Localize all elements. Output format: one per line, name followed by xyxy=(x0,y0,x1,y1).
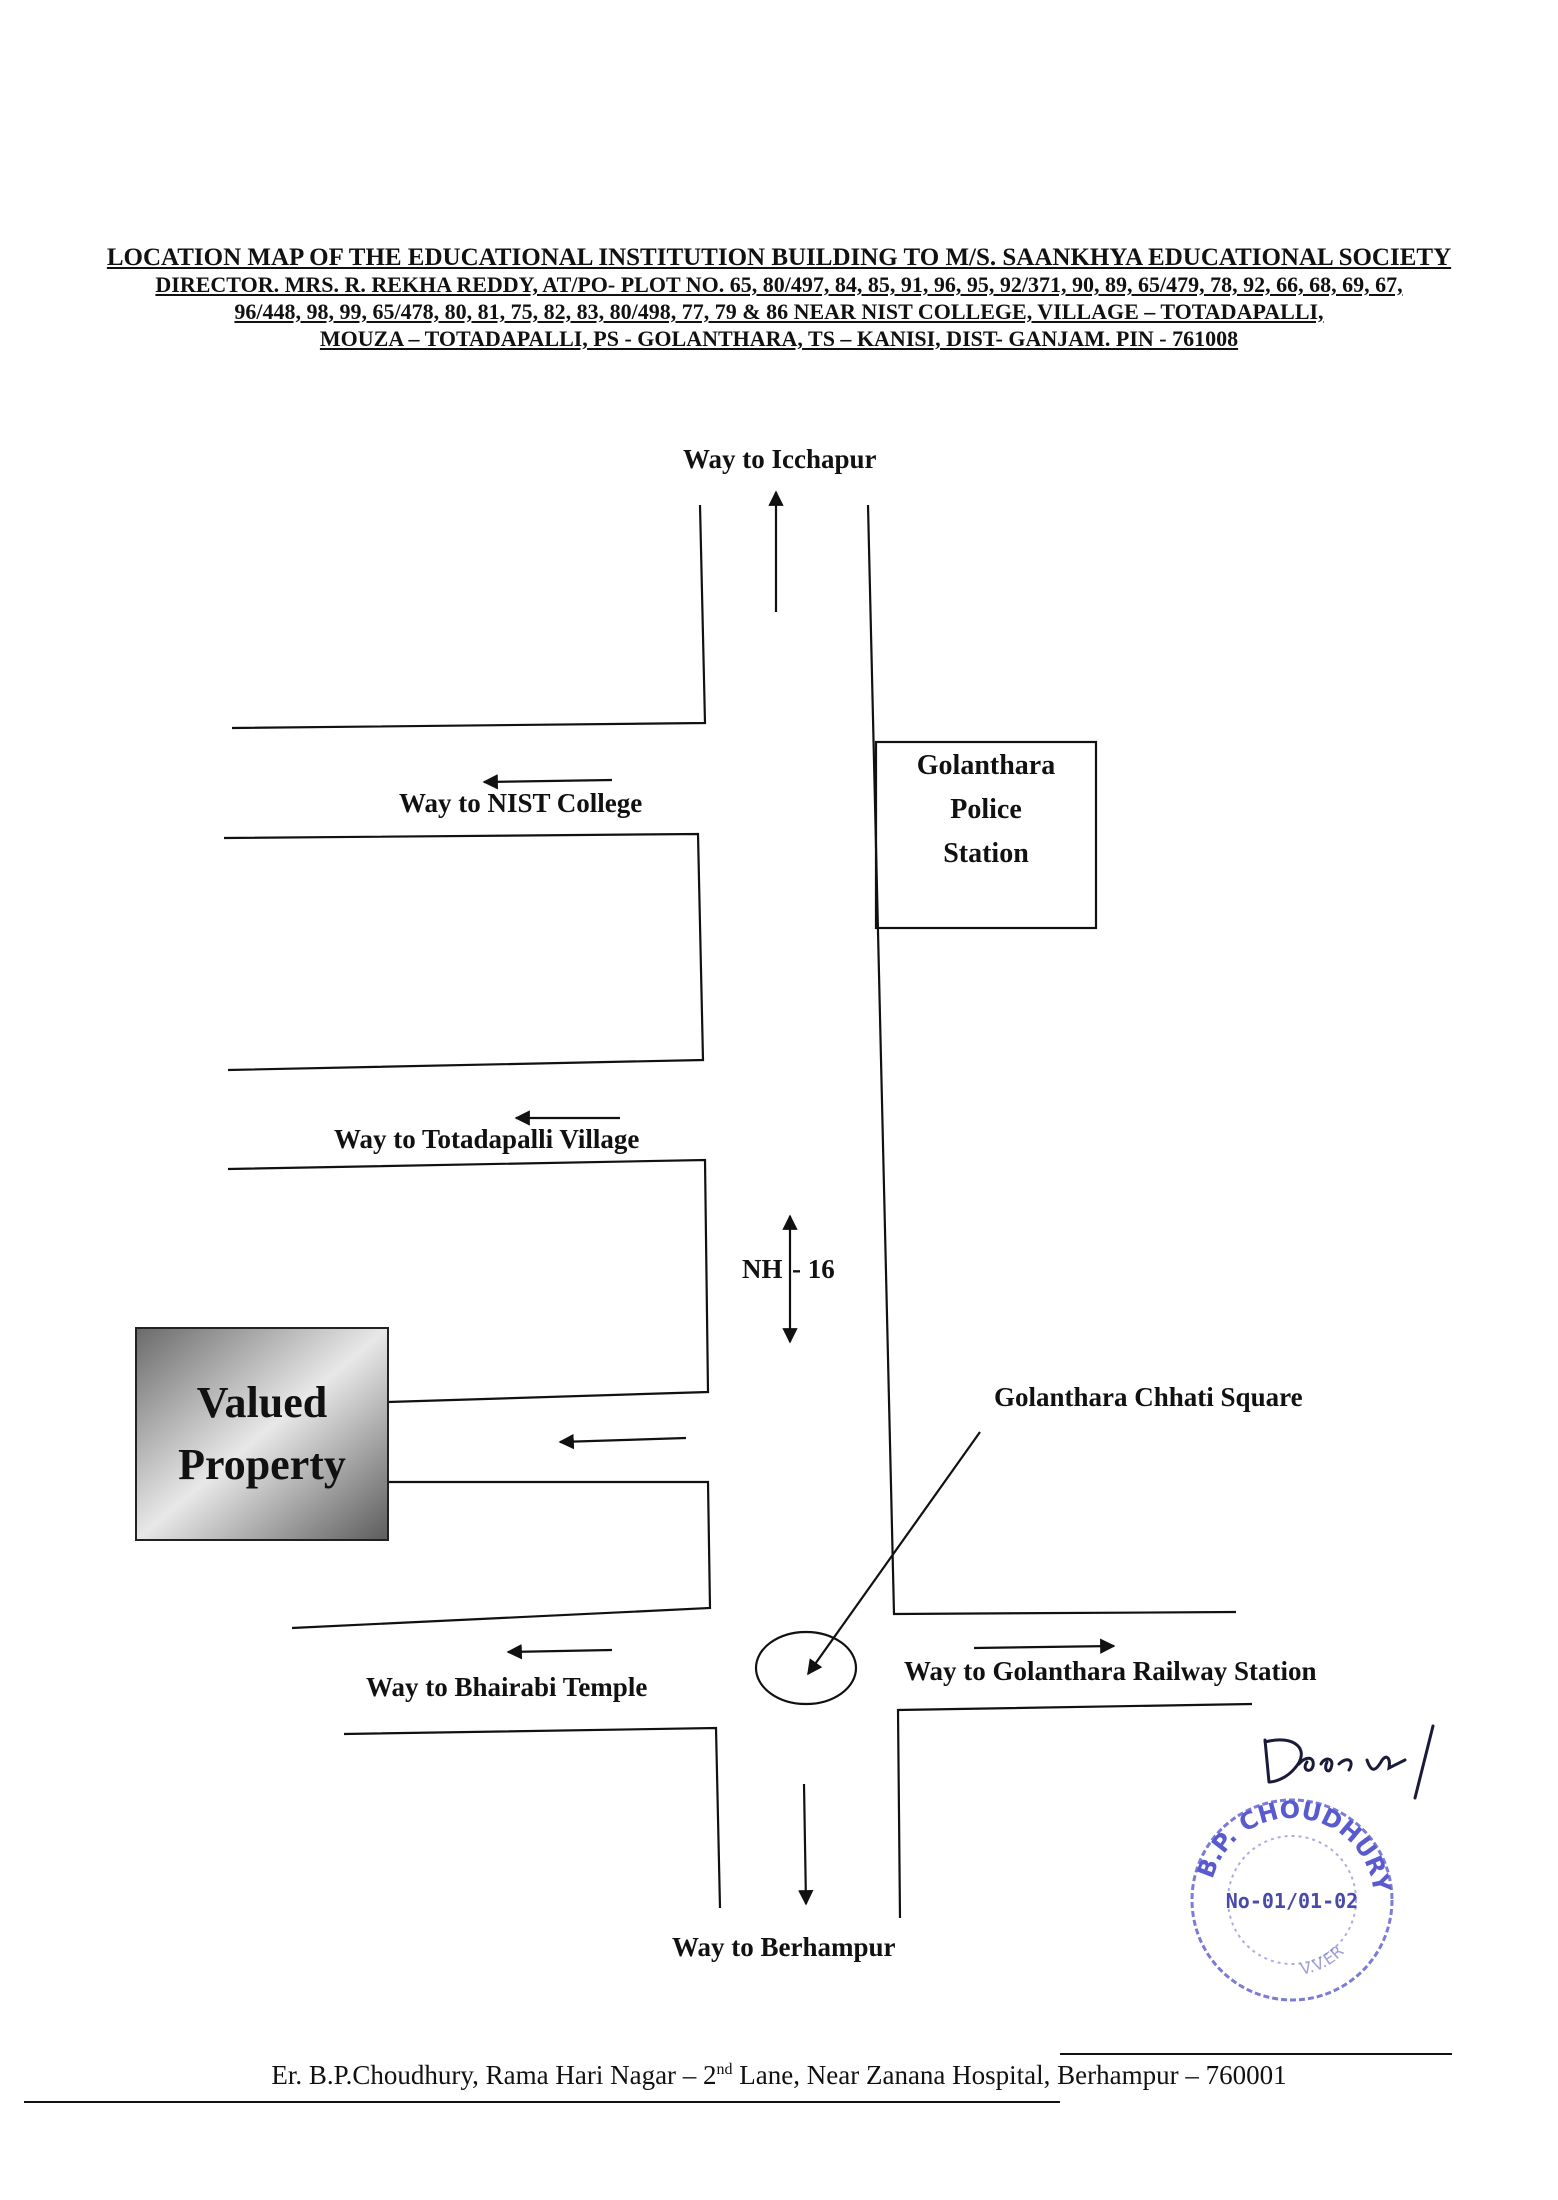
chhati-pointer xyxy=(807,1431,981,1676)
road-edge-top-left xyxy=(231,504,707,730)
label-bhairabi-temple: Way to Bhairabi Temple xyxy=(366,1672,648,1702)
title-line-4: MOUZA – TOTADAPALLI, PS - GOLANTHARA, TS… xyxy=(319,326,1239,351)
arrow-valued xyxy=(558,1433,687,1450)
road-valued-lower xyxy=(291,1480,712,1630)
police-line-1: Golanthara xyxy=(916,750,1056,781)
label-totadapalli-village: Way to Totadapalli Village xyxy=(334,1124,640,1154)
stamp-name: B.P. CHOUDHURY xyxy=(1192,1796,1396,1895)
label-nist-college: Way to NIST College xyxy=(399,788,643,818)
footer-address-part-1: Er. B.P.Choudhury, Rama Hari Nagar – 2 xyxy=(271,2060,717,2090)
valued-line-2: Property xyxy=(178,1440,346,1489)
arrow-bhairabi xyxy=(506,1644,613,1660)
road-totadapalli-lower xyxy=(227,1158,710,1404)
arrow-berhampur xyxy=(798,1783,814,1906)
road-bhairabi-lower xyxy=(343,1726,722,1909)
footer-address-part-2: Lane, Near Zanana Hospital, Berhampur – … xyxy=(732,2060,1287,2090)
label-berhampur: Way to Berhampur xyxy=(672,1932,896,1962)
label-nh-number: - 16 xyxy=(792,1254,835,1284)
engineer-stamp: B.P. CHOUDHURY No-01/01-02 V.V.ER xyxy=(1190,1796,1396,2002)
label-chhati-square: Golanthara Chhati Square xyxy=(994,1382,1303,1412)
road-railway-lower xyxy=(896,1702,1253,1919)
signature xyxy=(1263,1724,1435,1800)
arrow-railway xyxy=(973,1638,1116,1654)
valued-property-block xyxy=(135,1327,389,1541)
stamp-bottom-text: V.V.ER xyxy=(1299,1941,1348,1978)
stamp-number: No-01/01-02 xyxy=(1226,1889,1358,1913)
road-nist-lower xyxy=(223,832,705,1072)
label-nh: NH xyxy=(742,1254,783,1284)
map-title: LOCATION MAP OF THE EDUCATIONAL INSTITUT… xyxy=(0,244,1558,352)
police-station-box xyxy=(874,740,1098,930)
title-line-2: DIRECTOR. MRS. R. REKHA REDDY, AT/PO- PL… xyxy=(155,272,1403,297)
footer-address-suffix: nd xyxy=(716,2061,733,2078)
police-line-3: Station xyxy=(943,838,1029,869)
arrow-nist xyxy=(482,774,613,790)
road-edge-right-upper xyxy=(866,504,1237,1616)
police-line-2: Police xyxy=(950,794,1022,825)
valued-property-label: Valued Property xyxy=(138,1330,386,1538)
label-icchapur: Way to Icchapur xyxy=(683,444,877,474)
title-line-3: 96/448, 98, 99, 65/478, 80, 81, 75, 82, … xyxy=(234,299,1324,324)
svg-text:B.P. CHOUDHURY: B.P. CHOUDHURY xyxy=(1192,1796,1396,1895)
title-line-1: LOCATION MAP OF THE EDUCATIONAL INSTITUT… xyxy=(106,244,1452,271)
label-railway-station: Way to Golanthara Railway Station xyxy=(904,1656,1317,1686)
footer-address: Er. B.P.Choudhury, Rama Hari Nagar – 2nd… xyxy=(0,2060,1558,2091)
police-station-label: Golanthara Police Station xyxy=(878,744,1094,876)
svg-text:V.V.ER: V.V.ER xyxy=(1299,1941,1348,1978)
chhati-square-circle xyxy=(754,1630,858,1706)
valued-line-1: Valued xyxy=(196,1378,328,1427)
